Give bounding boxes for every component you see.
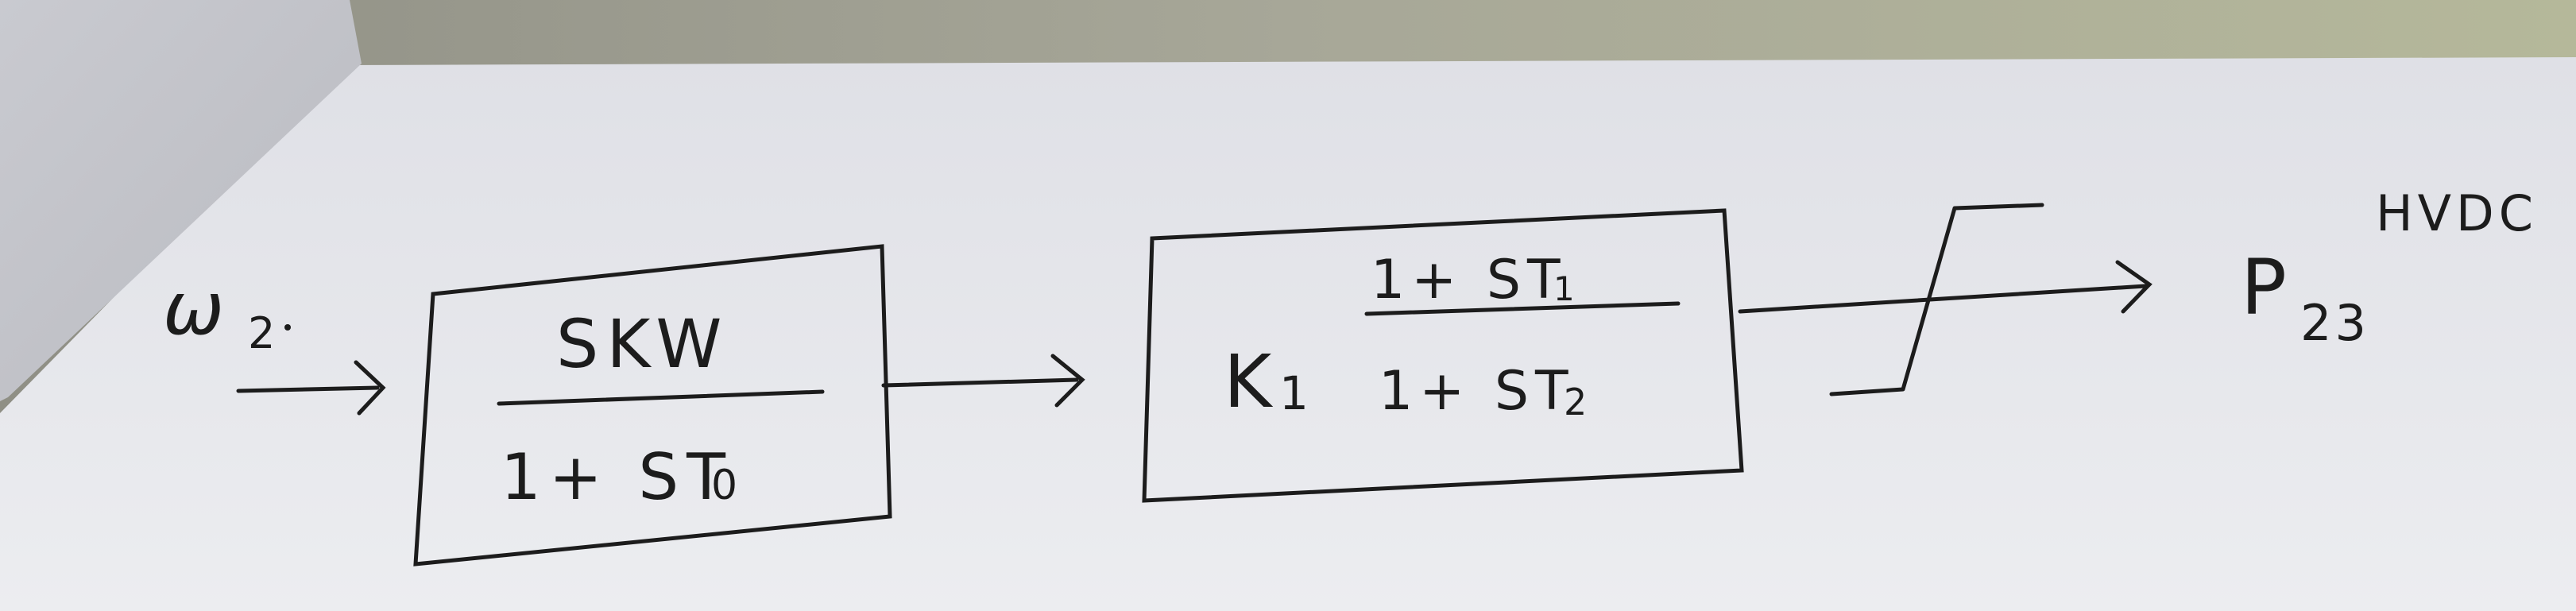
block1-fraction-bar <box>497 389 825 406</box>
block2-box <box>1142 208 1744 503</box>
block1-numerator: SKW <box>556 305 729 383</box>
folded-sheet <box>0 0 362 401</box>
paper-sheet <box>0 57 2576 611</box>
output-subscript: 23 <box>2300 294 2369 352</box>
block1-box <box>413 244 892 567</box>
block2-gain-subscript: 1 <box>1279 366 1309 420</box>
arrow-block1-to-block2 <box>881 354 1085 408</box>
output-superscript: HVDC <box>2376 184 2538 242</box>
limiter-symbol <box>1829 203 2044 396</box>
block2-numerator: 1+ ST <box>1371 249 1567 311</box>
block1-denominator: 1+ ST <box>501 440 733 514</box>
arrow-block2-to-output <box>1738 260 2152 314</box>
block2-denominator: 1+ ST <box>1379 360 1575 423</box>
arrow-input-to-block1 <box>236 360 386 416</box>
block2-fraction-bar <box>1364 301 1681 316</box>
input-dot <box>284 324 291 331</box>
input-subscript: 2 <box>248 308 275 358</box>
block2-numerator-subscript: 1 <box>1553 269 1575 308</box>
output-label: P <box>2241 243 2287 332</box>
input-label: ω <box>163 266 224 351</box>
block1-denominator-subscript: 0 <box>711 462 737 509</box>
block2-denominator-subscript: 2 <box>1564 381 1587 423</box>
block2-gain: K <box>1224 339 1274 424</box>
